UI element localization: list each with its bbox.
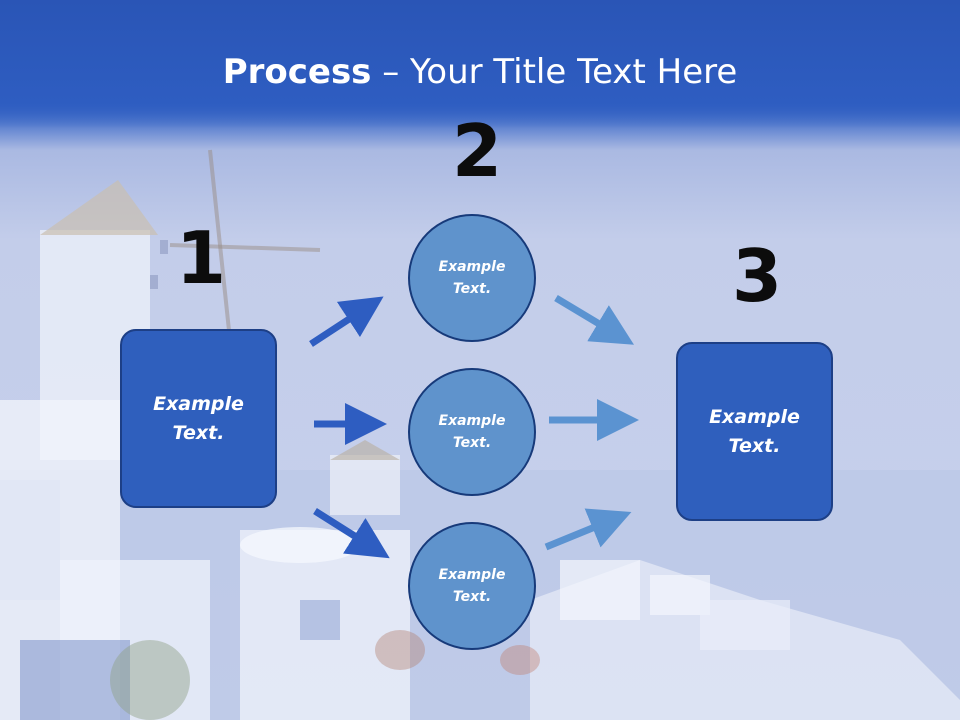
- middle-circle: Example Text.: [408, 368, 536, 496]
- title-rest: – Your Title Text Here: [371, 52, 738, 92]
- right-box-text: Example Text.: [709, 406, 800, 457]
- header-band: [0, 0, 960, 128]
- middle-circle-text: Example Text.: [438, 412, 506, 451]
- left-process-box: Example Text.: [120, 329, 277, 508]
- right-process-box: Example Text.: [676, 342, 833, 521]
- bottom-circle: Example Text.: [408, 522, 536, 650]
- step-number-1: 1: [176, 216, 227, 300]
- top-circle-text: Example Text.: [438, 258, 506, 297]
- bottom-circle-text: Example Text.: [438, 566, 506, 605]
- title-bold: Process: [222, 52, 372, 92]
- step-number-2: 2: [452, 109, 503, 193]
- slide-title: Process – Your Title Text Here: [0, 52, 960, 92]
- step-number-3: 3: [732, 234, 783, 318]
- left-box-text: Example Text.: [153, 393, 244, 444]
- top-circle: Example Text.: [408, 214, 536, 342]
